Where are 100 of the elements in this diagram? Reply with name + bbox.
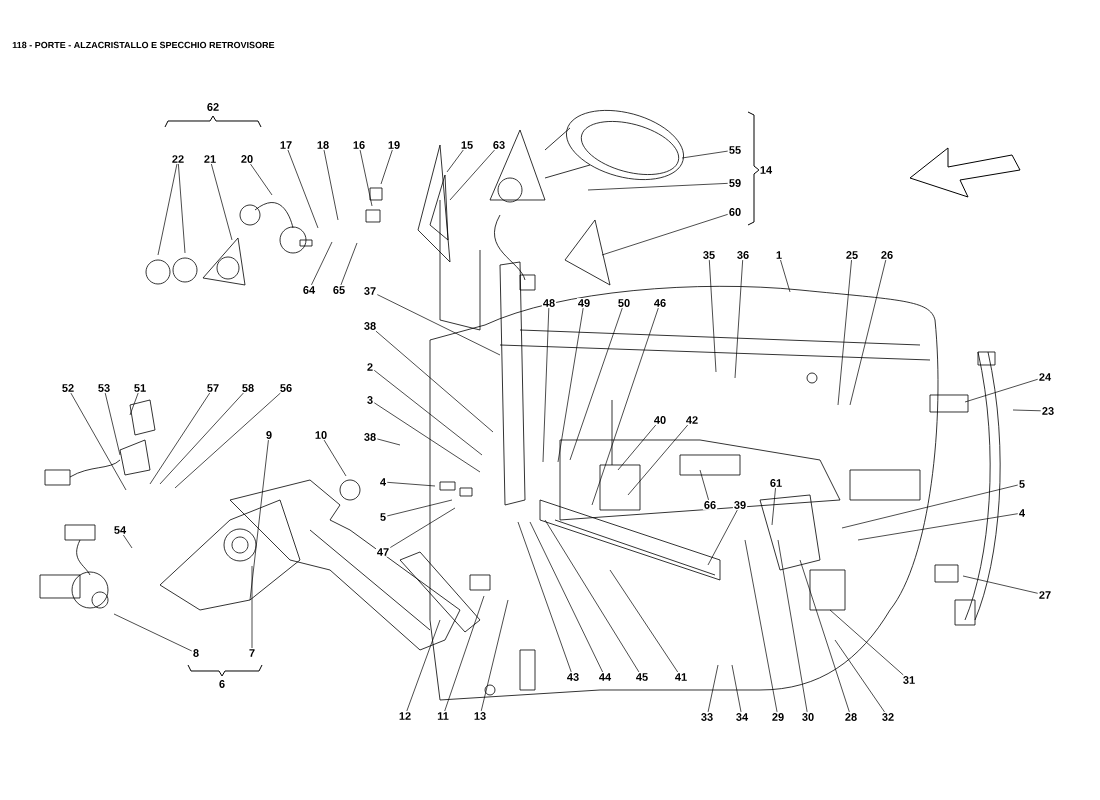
leader-line bbox=[707, 664, 719, 713]
callout-number: 55 bbox=[727, 145, 743, 155]
leader-line bbox=[731, 664, 742, 713]
callout-number: 29 bbox=[770, 712, 786, 722]
callout-number: 48 bbox=[541, 298, 557, 308]
leader-line bbox=[771, 487, 776, 526]
leader-line bbox=[529, 521, 603, 673]
callout-number: 8 bbox=[191, 648, 201, 658]
callout-number: 37 bbox=[362, 286, 378, 296]
leader-line bbox=[70, 392, 127, 491]
callout-number: 19 bbox=[386, 140, 402, 150]
leader-line bbox=[601, 214, 729, 256]
leader-line bbox=[157, 163, 178, 256]
leader-line bbox=[104, 392, 121, 456]
callout-number: 11 bbox=[436, 711, 450, 721]
callout-number: 47 bbox=[375, 547, 391, 557]
leader-line bbox=[587, 183, 729, 191]
callout-number: 59 bbox=[727, 178, 743, 188]
callout-number: 5 bbox=[378, 512, 388, 522]
callout-number: 1 bbox=[774, 250, 784, 260]
leader-line bbox=[376, 438, 401, 446]
callout-number: 38 bbox=[362, 432, 378, 442]
callout-number: 49 bbox=[576, 298, 592, 308]
callout-number: 52 bbox=[60, 383, 76, 393]
callout-number: 56 bbox=[278, 383, 294, 393]
callout-number: 54 bbox=[112, 525, 128, 535]
callout-number: 32 bbox=[880, 712, 896, 722]
leader-line bbox=[834, 639, 885, 713]
leader-line bbox=[799, 559, 850, 713]
leader-line bbox=[129, 392, 139, 416]
leader-line bbox=[174, 392, 281, 489]
callout-number: 34 bbox=[734, 712, 750, 722]
leader-line bbox=[287, 149, 319, 229]
callout-number: 35 bbox=[701, 250, 717, 260]
leader-line bbox=[340, 242, 358, 286]
callout-number: 31 bbox=[901, 675, 917, 685]
leader-line bbox=[707, 509, 738, 566]
leader-line bbox=[569, 307, 623, 461]
leader-line bbox=[744, 539, 778, 713]
callout-number: 66 bbox=[702, 500, 718, 510]
callout-number: 60 bbox=[727, 207, 743, 217]
callout-number: 44 bbox=[597, 672, 613, 682]
leader-line bbox=[542, 307, 550, 463]
callout-number: 63 bbox=[491, 140, 507, 150]
leader-line bbox=[323, 439, 347, 477]
leader-line bbox=[375, 330, 494, 433]
leader-line bbox=[113, 613, 193, 652]
callout-number: 22 bbox=[170, 154, 186, 164]
leader-line bbox=[323, 149, 339, 221]
callout-number: 65 bbox=[331, 285, 347, 295]
callout-number: 43 bbox=[565, 672, 581, 682]
leader-line bbox=[1012, 409, 1042, 412]
title: 118 - PORTE - ALZACRISTALLO E SPECCHIO RETROVISORE bbox=[12, 41, 275, 49]
callout-number: 6 bbox=[217, 679, 227, 689]
callout-number: 24 bbox=[1037, 372, 1053, 382]
callout-number: 15 bbox=[459, 140, 475, 150]
callout-number: 18 bbox=[315, 140, 331, 150]
callout-number: 51 bbox=[132, 383, 148, 393]
leader-line bbox=[389, 507, 456, 548]
callout-number: 25 bbox=[844, 250, 860, 260]
callout-number: 36 bbox=[735, 250, 751, 260]
callout-number: 5 bbox=[1017, 479, 1027, 489]
callout-number: 2 bbox=[365, 362, 375, 372]
leader-line bbox=[734, 259, 743, 379]
leader-line bbox=[386, 481, 436, 487]
leader-line bbox=[373, 402, 481, 473]
callout-number: 4 bbox=[1017, 508, 1027, 518]
callout-number: 17 bbox=[278, 140, 294, 150]
callout-number: 27 bbox=[1037, 590, 1053, 600]
leader-line bbox=[849, 259, 887, 406]
callout-number: 12 bbox=[397, 711, 413, 721]
callout-number: 38 bbox=[362, 321, 378, 331]
leader-line bbox=[386, 499, 453, 517]
leader-line bbox=[609, 569, 679, 673]
leader-line bbox=[480, 599, 509, 712]
callout-number: 46 bbox=[652, 298, 668, 308]
callout-number: 21 bbox=[202, 154, 218, 164]
callout-number: 40 bbox=[652, 415, 668, 425]
callout-number: 62 bbox=[205, 102, 221, 112]
leader-line bbox=[373, 370, 483, 456]
leader-line bbox=[964, 378, 1039, 403]
leader-line bbox=[962, 575, 1039, 594]
callout-number: 14 bbox=[758, 165, 774, 175]
callout-number: 50 bbox=[616, 298, 632, 308]
leader-line bbox=[777, 539, 808, 713]
callout-number: 23 bbox=[1040, 406, 1056, 416]
leader-line bbox=[857, 513, 1019, 541]
callout-number: 20 bbox=[239, 154, 255, 164]
leader-line bbox=[837, 259, 852, 406]
callout-number: 61 bbox=[768, 478, 784, 488]
leader-line bbox=[359, 149, 373, 207]
callout-number: 57 bbox=[205, 383, 221, 393]
callout-number: 10 bbox=[313, 430, 329, 440]
leader-line bbox=[211, 163, 233, 241]
leader-line bbox=[311, 241, 333, 286]
callout-number: 58 bbox=[240, 383, 256, 393]
callout-number: 33 bbox=[699, 712, 715, 722]
leader-line bbox=[841, 484, 1019, 529]
leader-line bbox=[380, 149, 393, 185]
leader-line bbox=[708, 259, 717, 373]
